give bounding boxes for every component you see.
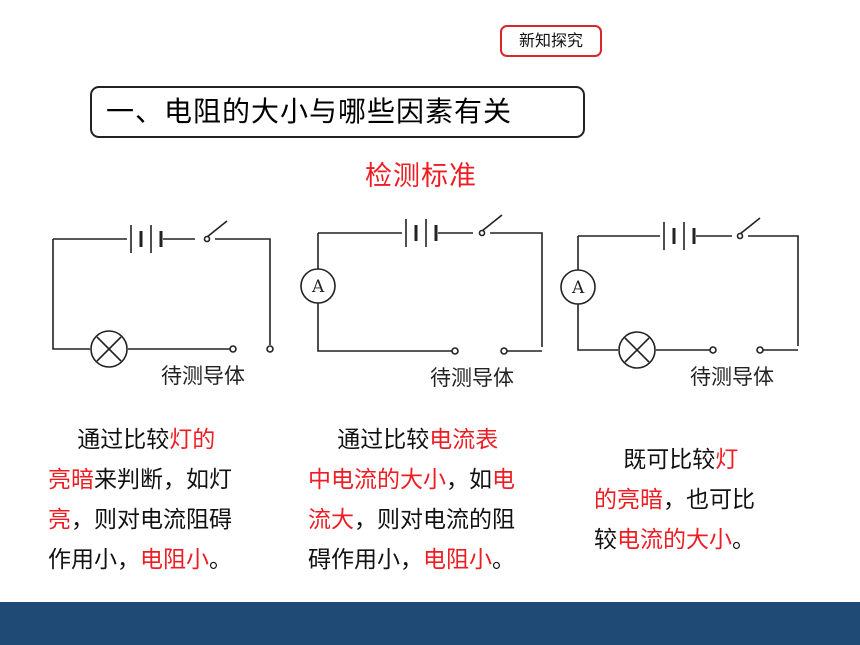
page-title: 一、电阻的大小与哪些因素有关 xyxy=(90,86,585,138)
switch-icon xyxy=(206,220,228,238)
desc-line: 流大，则对电流的阻 xyxy=(308,507,515,533)
desc-line: 较电流的大小。 xyxy=(594,527,755,553)
terminal-icon xyxy=(229,345,237,353)
ammeter-label: A xyxy=(571,278,585,298)
terminal-icon xyxy=(451,347,459,355)
conductor-label: 待测导体 xyxy=(161,364,245,388)
section-subtitle: 检测标准 xyxy=(365,161,477,192)
conductor-label: 待测导体 xyxy=(690,365,774,389)
circuit-diagram-lamp-ammeter: A 待测导体 xyxy=(560,210,820,395)
desc-line: 既可比较灯 xyxy=(623,447,739,473)
circuit-wire xyxy=(318,232,543,347)
desc-line: 亮，则对电流阻碍 xyxy=(48,507,232,533)
desc-line: 的亮暗，也可比 xyxy=(594,487,755,513)
switch-icon xyxy=(481,214,503,232)
ammeter-label: A xyxy=(311,277,325,297)
description-lamp: 通过比较灯的 亮暗来判断，如灯 亮，则对电流阻碍 作用小，电阻小。 xyxy=(48,420,288,580)
circuit-wire xyxy=(53,238,271,345)
circuit-diagram-lamp: 待测导体 xyxy=(45,215,285,400)
desc-line: 亮暗来判断，如灯 xyxy=(48,467,232,493)
desc-line: 中电流的大小，如电 xyxy=(308,467,515,493)
new-knowledge-badge: 新知探究 xyxy=(500,25,602,57)
description-ammeter: 通过比较电流表 中电流的大小，如电 流大，则对电流的阻 碍作用小，电阻小。 xyxy=(308,420,573,580)
circuit-wire xyxy=(578,235,799,346)
battery-icon xyxy=(127,233,163,247)
circuit-diagram-ammeter: A 待测导体 xyxy=(290,205,550,395)
desc-line: 碍作用小，电阻小。 xyxy=(308,547,515,573)
footer-bar xyxy=(0,602,860,645)
conductor-label: 待测导体 xyxy=(430,366,514,390)
ammeter-icon xyxy=(300,268,336,304)
desc-line: 作用小，电阻小。 xyxy=(48,547,232,573)
ammeter-icon xyxy=(560,269,596,305)
terminal-icon xyxy=(709,346,717,354)
description-both: 既可比较灯 的亮暗，也可比 较电流的大小。 xyxy=(594,440,804,560)
switch-icon xyxy=(739,217,761,235)
desc-line: 通过比较灯的 xyxy=(77,427,216,453)
desc-line: 通过比较电流表 xyxy=(337,427,499,453)
